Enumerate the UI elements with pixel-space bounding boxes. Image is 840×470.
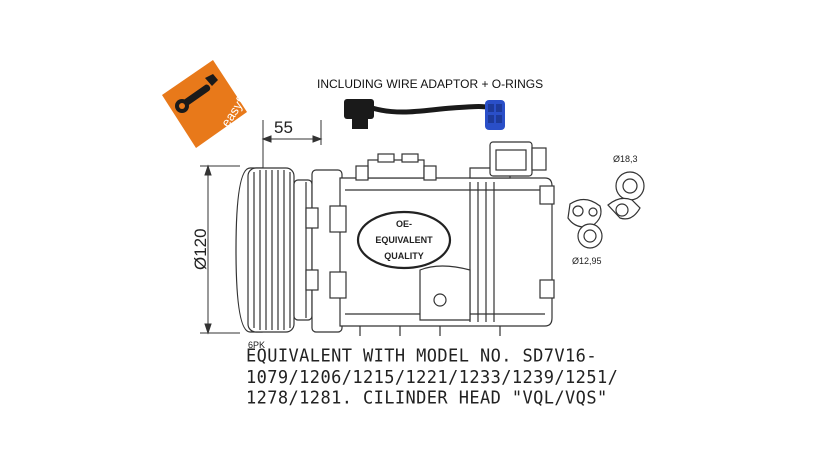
o-ring-large (607, 171, 645, 220)
equivalence-caption: EQUIVALENT WITH MODEL NO. SD7V16- 1079/1… (246, 346, 618, 409)
stamp-line-3: QUALITY (384, 251, 424, 261)
wire-adaptor (344, 99, 505, 130)
pulley-width-dimension (261, 120, 323, 175)
o-ring-small (567, 198, 603, 249)
o-ring-small-label: Ø12,95 (572, 256, 602, 266)
pulley-diameter-dimension (200, 164, 240, 335)
caption-line-3: 1278/1281. CILINDER HEAD "VQL/VQS" (246, 388, 608, 409)
pulley-grooves-label: 6PK (248, 340, 265, 350)
o-ring-large-label: Ø18,3 (613, 154, 638, 164)
pulley-diameter-label: Ø120 (191, 228, 210, 270)
pulley (235, 167, 313, 333)
stamp-line-2: EQUIVALENT (375, 235, 433, 245)
pulley-width-label: 55 (274, 118, 293, 137)
caption-line-2: 1079/1206/1215/1221/1233/1239/1251/ (246, 367, 619, 388)
stamp-line-1: OE- (396, 219, 412, 229)
wrench-icon (175, 74, 218, 113)
easyfit-badge: easyfit (162, 60, 251, 148)
accessory-note: INCLUDING WIRE ADAPTOR + O-RINGS (317, 77, 543, 91)
oe-quality-stamp: OE- EQUIVALENT QUALITY (356, 210, 452, 270)
caption-line-1: EQUIVALENT WITH MODEL NO. SD7V16- (246, 346, 597, 367)
